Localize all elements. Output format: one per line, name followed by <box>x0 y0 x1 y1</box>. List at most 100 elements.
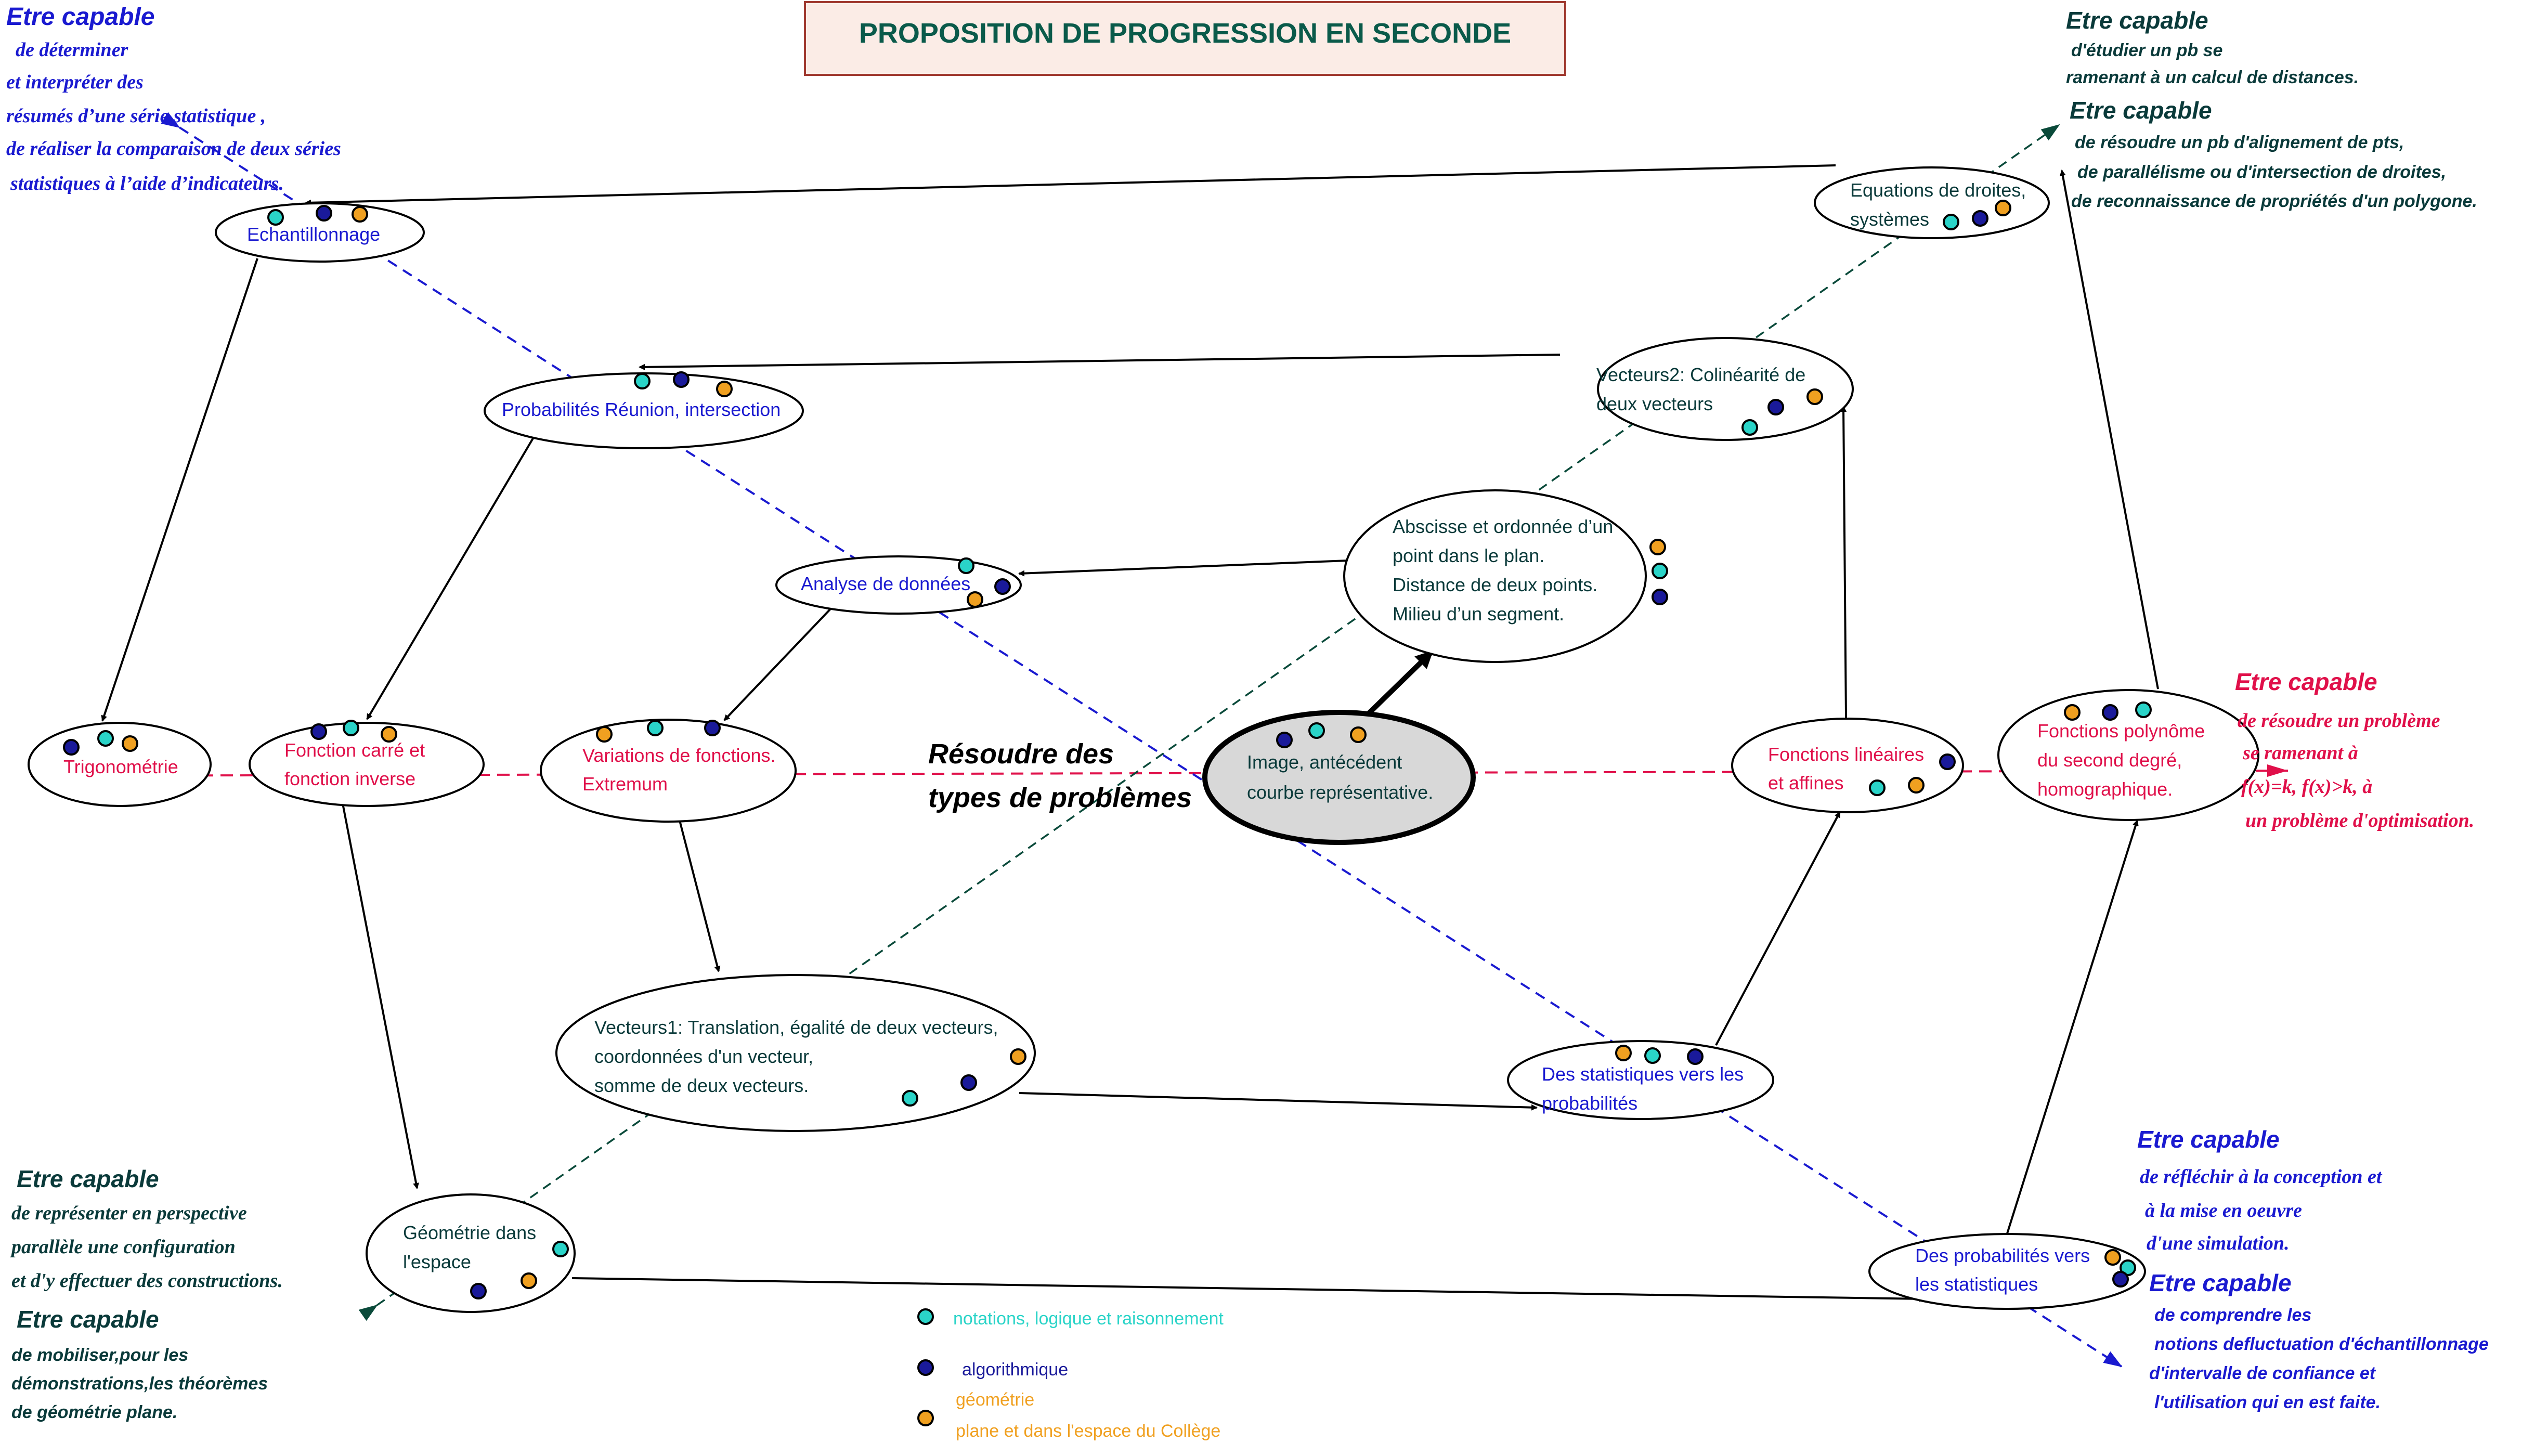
node-abscisse-label-1: point dans le plan. <box>1393 545 1544 566</box>
cap-geometrie-plane-line-0: de mobiliser,pour les <box>11 1345 188 1365</box>
cap-stats-line-0: de déterminer <box>16 39 129 61</box>
node-abscisse-shape <box>1343 489 1647 663</box>
cap-distances-line-0: d'étudier un pb se <box>2071 41 2222 60</box>
dashed-arrowhead-red-right <box>2267 764 2288 777</box>
cap-probleme-line-2: f(x)=k, f(x)>k, à <box>2241 776 2372 798</box>
node-fonctions-lineaires-label-0: Fonctions linéaires <box>1768 744 1924 765</box>
node-geometrie-espace-label-1: l'espace <box>403 1251 471 1272</box>
node-fonctions-lineaires-shape <box>1731 718 1964 813</box>
cap-stats-line-1: et interpréter des <box>6 71 144 93</box>
cap-distances-line-1: ramenant à un calcul de distances. <box>2066 68 2359 87</box>
cap-fluctuation-line-0: de comprendre les <box>2154 1305 2311 1325</box>
algorithmique-dot <box>1276 732 1293 748</box>
geometrie-dot <box>1350 726 1367 743</box>
node-stat-proba-label-1: probabilités <box>1542 1093 1637 1114</box>
geometrie-dot <box>2104 1249 2121 1266</box>
node-probabilites-label-0: Probabilités Réunion, intersection <box>502 399 781 420</box>
cap-geometrie-plane-line-2: de géométrie plane. <box>11 1402 177 1422</box>
notations-dot <box>2120 1259 2136 1276</box>
cap-perspective-heading: Etre capable <box>17 1165 159 1192</box>
edge-echantillonnage-trigonometrie <box>101 258 258 722</box>
algorithmique-dot <box>310 723 327 740</box>
geometrie-dot <box>967 591 983 608</box>
node-fonction-carre-shape <box>249 722 485 807</box>
edge-vecteurs2-probabilites <box>639 354 1561 370</box>
node-fonction-carre-label-1: fonction inverse <box>284 768 415 789</box>
algorithmique-dot <box>1939 753 1956 770</box>
algorithmique-dot <box>316 205 332 222</box>
cap-alignement-line-2: de reconnaissance de propriétés d'un pol… <box>2071 191 2477 211</box>
notations-dot <box>97 730 114 747</box>
geometrie-dot <box>521 1272 537 1289</box>
legend-geometrie-dot <box>917 1410 934 1426</box>
edge-abscisse-analyse <box>1018 560 1348 577</box>
notations-dot <box>634 373 651 389</box>
node-proba-stat-shape <box>1868 1233 2146 1310</box>
node-vecteurs1-label-0: Vecteurs1: Translation, égalité de deux … <box>594 1017 998 1038</box>
edge-analyse-variations <box>723 606 833 721</box>
algorithmique-dot <box>1687 1048 1704 1065</box>
geometrie-dot <box>1908 777 1925 794</box>
notations-dot <box>1741 419 1758 436</box>
node-analyse-label-0: Analyse de données <box>801 573 970 594</box>
notations-dot <box>902 1090 918 1107</box>
node-fonctions-polynome-shape <box>1997 689 2259 821</box>
node-abscisse-label-0: Abscisse et ordonnée d’un <box>1393 516 1613 537</box>
dashed-line-green <box>358 124 2060 1321</box>
edge-equations-echantillonnage <box>305 164 1836 206</box>
notations-dot <box>1652 563 1668 579</box>
legend-geometrie-label-0: géométrie <box>956 1390 1034 1410</box>
geometrie-dot <box>1806 388 1823 405</box>
algorithmique-dot <box>63 739 80 756</box>
cap-geometrie-plane-heading: Etre capable <box>17 1306 159 1333</box>
cap-stats-heading: Etre capable <box>6 3 154 31</box>
node-proba-stat-label-0: Des probabilités vers <box>1915 1245 2090 1266</box>
notations-dot <box>552 1241 569 1257</box>
cap-distances-heading: Etre capable <box>2066 7 2208 34</box>
center-label-line-1: Résoudre des <box>928 738 1114 770</box>
cap-perspective-line-0: de représenter en perspective <box>11 1202 247 1224</box>
edge-polynome-equations <box>2059 170 2159 690</box>
node-equations-label-0: Equations de droites, <box>1850 179 2026 201</box>
cap-stats-line-4: statistiques à l’aide d’indicateurs. <box>10 173 284 194</box>
geometrie-dot <box>1649 539 1666 555</box>
legend-geometrie-label-1: plane et dans l'espace du Collège <box>956 1421 1220 1441</box>
node-vecteurs2-shape <box>1597 337 1854 441</box>
algorithmique-dot <box>470 1283 487 1299</box>
cap-probleme-line-3: un problème d'optimisation. <box>2245 810 2474 831</box>
cap-probleme-line-0: de résoudre un problème <box>2238 710 2440 732</box>
capabilities: Etre capable de déterminer et interpréter … <box>6 3 2489 1422</box>
node-equations-shape <box>1814 166 2050 239</box>
algorithmique-dot <box>1972 210 1988 227</box>
cap-perspective-line-2: et d'y effectuer des constructions. <box>11 1270 283 1292</box>
notations-dot <box>958 557 974 574</box>
algorithmique-dot <box>2102 704 2118 721</box>
geometrie-dot <box>2064 704 2081 721</box>
node-equations-label-1: systèmes <box>1850 209 1929 230</box>
center-label: Résoudre des types de problèmes <box>928 738 1192 813</box>
cap-geometrie-plane-line-1: démonstrations,les théorèmes <box>11 1374 268 1394</box>
node-geometrie-espace-label-0: Géométrie dans <box>403 1222 536 1243</box>
legend-algorithmique-dot <box>917 1359 934 1376</box>
geometrie-dot <box>716 381 733 397</box>
node-vecteurs2-label-1: deux vecteurs <box>1596 393 1713 414</box>
geometrie-dot <box>122 735 138 752</box>
notations-dot <box>1943 214 1959 230</box>
cap-alignement-line-0: de résoudre un pb d'alignement de pts, <box>2075 133 2404 152</box>
node-stat-proba-shape <box>1507 1040 1774 1120</box>
node-fonctions-lineaires-label-1: et affines <box>1768 772 1843 794</box>
node-image-label-1: courbe représentative. <box>1247 782 1433 803</box>
connections <box>101 164 2159 1302</box>
cap-probleme-heading: Etre capable <box>2235 668 2377 695</box>
legend-algorithmique-label-0: algorithmique <box>962 1360 1068 1380</box>
node-abscisse-label-3: Milieu d’un segment. <box>1393 603 1564 625</box>
cap-simulation-line-1: à la mise en oeuvre <box>2145 1200 2302 1221</box>
legend-notations-label-0: notations, logique et raisonnement <box>953 1309 1224 1329</box>
edge-probastat-polynome <box>2006 820 2139 1234</box>
edge-statproba-lineaires <box>1715 811 1841 1046</box>
node-variations-label-1: Extremum <box>582 773 668 795</box>
node-vecteurs2-label-0: Vecteurs2: Colinéarité de <box>1596 364 1805 385</box>
edge-probabilites-fonctioncarre <box>366 437 534 720</box>
